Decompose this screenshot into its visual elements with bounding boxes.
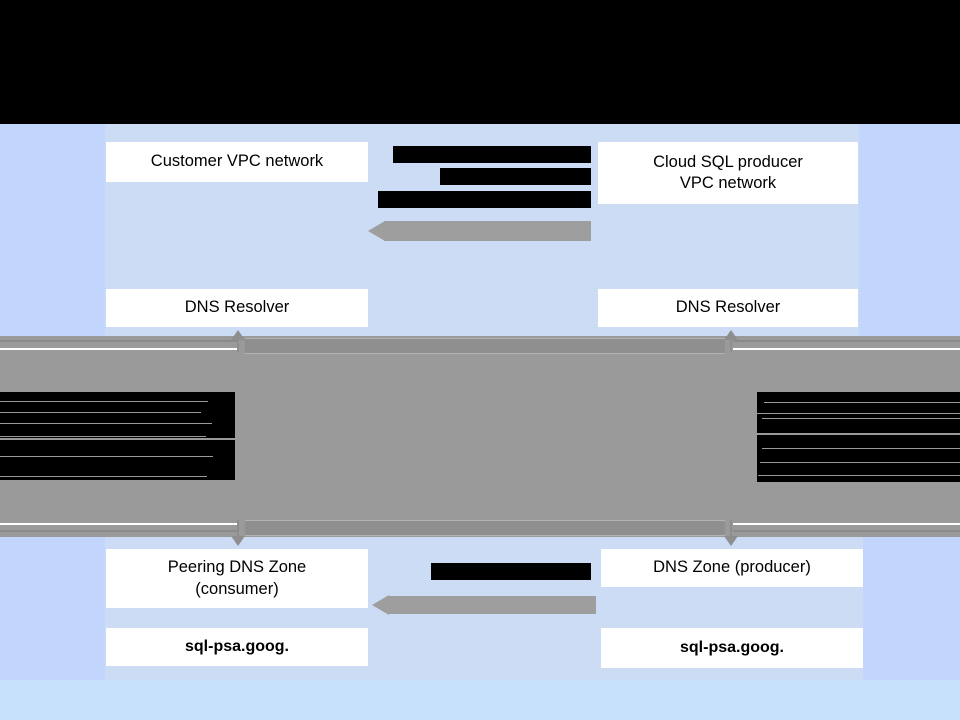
producer-domain-label: sql-psa.goog. (680, 638, 784, 656)
connector-consumer-up-arrow (228, 330, 248, 352)
outer-background-footer (0, 680, 960, 720)
cloud-sql-producer-vpc-network-label-line2: VPC network (679, 174, 777, 192)
redaction-rule (760, 462, 960, 463)
redaction-rule (762, 448, 960, 449)
band-rule-top-right (733, 348, 960, 350)
peering-dns-zone-consumer-box[interactable]: Peering DNS Zone (consumer) (106, 549, 368, 608)
band-rule-top-left (0, 348, 238, 350)
connector-producer-arrow-shaft (730, 338, 732, 352)
bottom-arrow-head-left-icon (372, 595, 389, 615)
consumer-domain-label: sql-psa.goog. (185, 637, 289, 655)
top-redaction-bar-3 (378, 191, 591, 208)
top-arrow-head-left-icon (368, 221, 385, 241)
bottom-arrow-shaft (388, 596, 596, 614)
top-bidirectional-arrow (368, 221, 591, 241)
redaction-rule (757, 433, 960, 435)
connector-producer-down-arrow (721, 520, 741, 546)
customer-vpc-network-box[interactable]: Customer VPC network (106, 142, 368, 182)
peering-ribbon-bottom (245, 520, 725, 536)
band-edge-top-left (0, 340, 238, 342)
header-redaction-band (0, 0, 960, 124)
middle-left-redaction-block (0, 392, 235, 480)
connector-consumer-arrow-shaft (237, 338, 239, 352)
peering-dns-zone-consumer-label-line2: (consumer) (195, 579, 279, 598)
peering-dns-zone-consumer-label-line1: Peering DNS Zone (167, 558, 307, 577)
band-edge-bottom-left (0, 530, 238, 532)
top-redaction-bar-2 (440, 168, 591, 185)
connector-consumer-down-shaft (237, 520, 239, 538)
redaction-rule (0, 438, 235, 440)
connector-consumer-down-arrow (228, 520, 248, 546)
connector-producer-arrow-head-up-icon (724, 330, 738, 340)
producer-dns-resolver-box[interactable]: DNS Resolver (598, 289, 858, 327)
redaction-rule (0, 401, 208, 402)
top-redaction-bar-1 (393, 146, 591, 163)
connector-producer-down-shaft (730, 520, 732, 538)
redaction-rule (0, 456, 213, 457)
customer-vpc-network-label: Customer VPC network (150, 152, 324, 171)
consumer-domain-box[interactable]: sql-psa.goog. (106, 628, 368, 666)
top-arrow-shaft (384, 221, 591, 241)
band-rule-bottom-right (733, 523, 960, 525)
peering-ribbon-top (245, 338, 725, 354)
connector-consumer-arrow-head-down-icon (231, 536, 245, 546)
redaction-rule (764, 402, 960, 403)
bottom-redaction-bar-1 (431, 563, 591, 580)
cloud-sql-producer-vpc-network-box[interactable]: Cloud SQL producer VPC network (598, 142, 858, 204)
dns-zone-producer-box[interactable]: DNS Zone (producer) (601, 549, 863, 587)
connector-consumer-arrow-head-up-icon (231, 330, 245, 340)
redaction-rule (762, 418, 960, 419)
bottom-bidirectional-arrow (372, 595, 596, 615)
redaction-rule (0, 412, 201, 413)
connector-producer-up-arrow (721, 330, 741, 352)
redaction-rule (758, 475, 960, 476)
band-edge-bottom-right (733, 530, 960, 532)
producer-domain-box[interactable]: sql-psa.goog. (601, 628, 863, 668)
band-rule-bottom-left (0, 523, 238, 525)
consumer-dns-resolver-label: DNS Resolver (184, 298, 290, 317)
redaction-rule (0, 423, 212, 424)
redaction-rule (757, 413, 960, 414)
band-edge-top-right (733, 340, 960, 342)
producer-dns-resolver-label: DNS Resolver (675, 298, 781, 317)
redaction-rule (0, 436, 206, 437)
consumer-dns-resolver-box[interactable]: DNS Resolver (106, 289, 368, 327)
redaction-rule (0, 476, 207, 477)
connector-producer-arrow-head-down-icon (724, 536, 738, 546)
middle-right-redaction-block (757, 392, 960, 482)
dns-zone-producer-label: DNS Zone (producer) (653, 558, 811, 577)
cloud-sql-producer-vpc-network-label-line1: Cloud SQL producer (653, 152, 803, 171)
